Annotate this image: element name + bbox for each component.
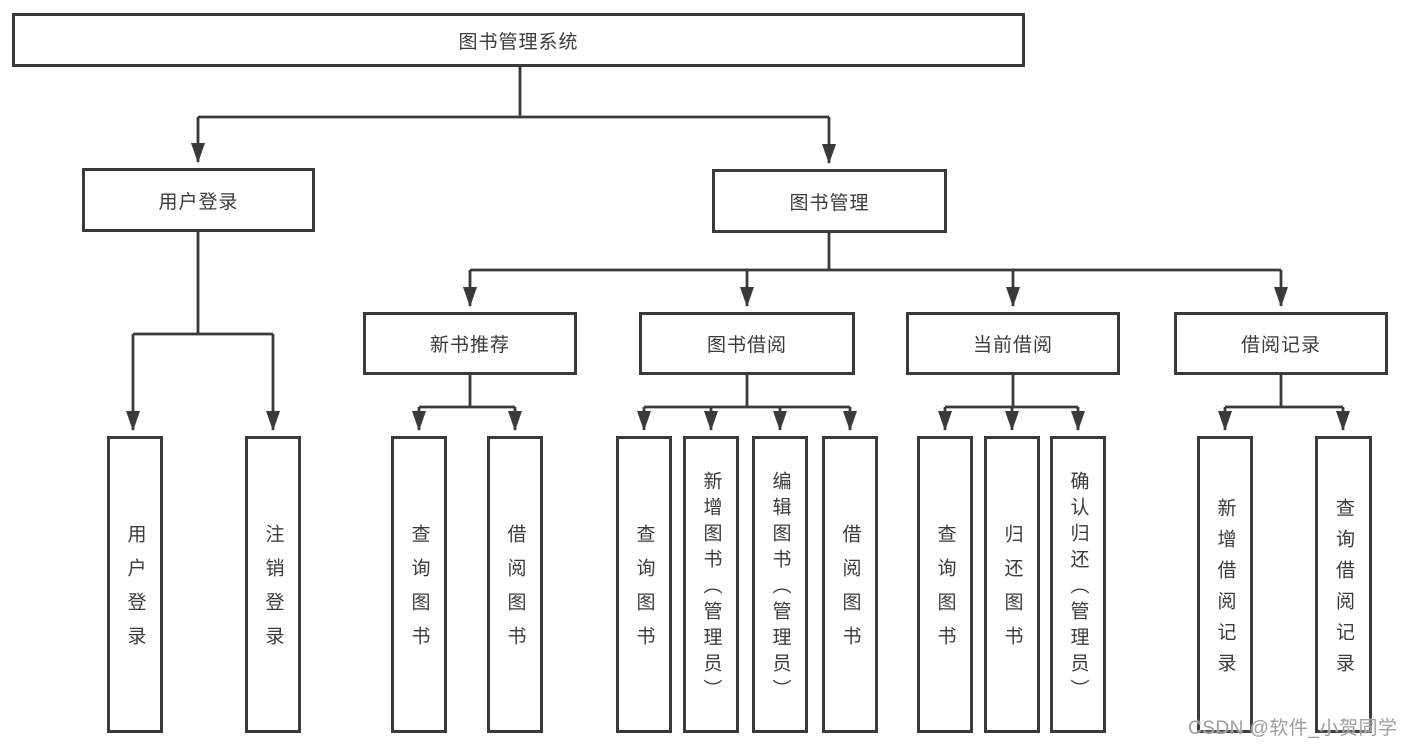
- node-leaf-borrow-book-1: 借阅图书: [487, 436, 543, 733]
- node-label: 用户登录: [124, 524, 146, 660]
- node-label: 借阅图书: [839, 524, 861, 660]
- node-leaf-query-borrow-record: 查询借阅记录: [1315, 436, 1372, 733]
- node-library-management-system: 图书管理系统: [12, 13, 1025, 67]
- node-new-book-recommend: 新书推荐: [363, 312, 577, 375]
- node-label: 借阅图书: [504, 524, 526, 660]
- node-leaf-edit-book-admin: 编辑图书（管理员）: [752, 436, 808, 733]
- node-label: 当前借阅: [972, 335, 1053, 356]
- node-label: 用户登录: [158, 191, 239, 213]
- node-leaf-return-book: 归还图书: [984, 436, 1040, 733]
- node-leaf-confirm-return-admin: 确认归还（管理员）: [1050, 436, 1106, 733]
- node-leaf-query-book-3: 查询图书: [917, 436, 973, 733]
- node-current-borrowing: 当前借阅: [906, 312, 1120, 375]
- node-label: 图书管理: [789, 192, 870, 214]
- node-borrowing-records: 借阅记录: [1174, 312, 1388, 375]
- node-label: 新书推荐: [429, 335, 510, 356]
- node-book-borrowing: 图书借阅: [639, 312, 855, 375]
- node-user-login: 用户登录: [82, 168, 315, 232]
- node-label: 确认归还（管理员）: [1067, 471, 1089, 705]
- node-leaf-query-book-1: 查询图书: [391, 436, 447, 733]
- node-leaf-query-book-2: 查询图书: [616, 436, 672, 733]
- node-leaf-add-book-admin: 新增图书（管理员）: [683, 436, 739, 733]
- node-label: 注销登录: [262, 524, 284, 660]
- node-label: 借阅记录: [1240, 335, 1321, 356]
- node-leaf-logout: 注销登录: [245, 436, 301, 733]
- node-label: 查询图书: [408, 524, 430, 660]
- csdn-watermark: CSDN @软件_小贺同学: [1188, 718, 1398, 739]
- node-label: 新增借阅记录: [1214, 497, 1236, 684]
- node-label: 编辑图书（管理员）: [769, 471, 791, 705]
- node-label: 归还图书: [1001, 524, 1023, 660]
- node-book-management: 图书管理: [712, 169, 947, 233]
- node-label: 查询借阅记录: [1333, 497, 1354, 684]
- node-label: 图书管理系统: [458, 31, 579, 53]
- node-leaf-add-borrow-record: 新增借阅记录: [1197, 436, 1253, 733]
- node-label: 新增图书（管理员）: [700, 471, 722, 705]
- node-label: 查询图书: [633, 524, 655, 660]
- node-label: 图书借阅: [706, 335, 787, 356]
- node-leaf-borrow-book-2: 借阅图书: [822, 436, 878, 733]
- node-leaf-user-login: 用户登录: [107, 436, 163, 733]
- node-label: 查询图书: [934, 524, 956, 660]
